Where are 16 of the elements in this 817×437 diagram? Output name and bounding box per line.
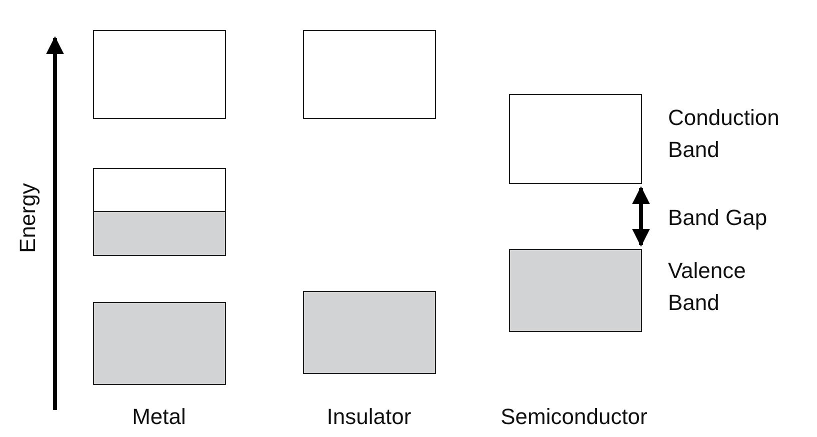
- energy-band-box: [509, 249, 642, 332]
- column-label: Metal: [132, 403, 186, 431]
- double-arrow: [632, 186, 650, 247]
- energy-band-box: [303, 291, 436, 374]
- axis-label: Energy: [14, 183, 41, 253]
- energy-band-box: [303, 30, 436, 119]
- edge-label: Band Gap: [668, 204, 768, 232]
- energy-band-box: [93, 211, 226, 256]
- energy-band-box: [93, 30, 226, 119]
- band-label: Conduction Band: [668, 104, 780, 164]
- energy-band-box: [93, 302, 226, 385]
- column-label: Insulator: [326, 403, 412, 431]
- energy-band-box: [509, 94, 642, 184]
- column-label: Semiconductor: [500, 403, 648, 431]
- energy-band-box: [93, 168, 226, 212]
- band-label: Valence Band: [668, 257, 747, 317]
